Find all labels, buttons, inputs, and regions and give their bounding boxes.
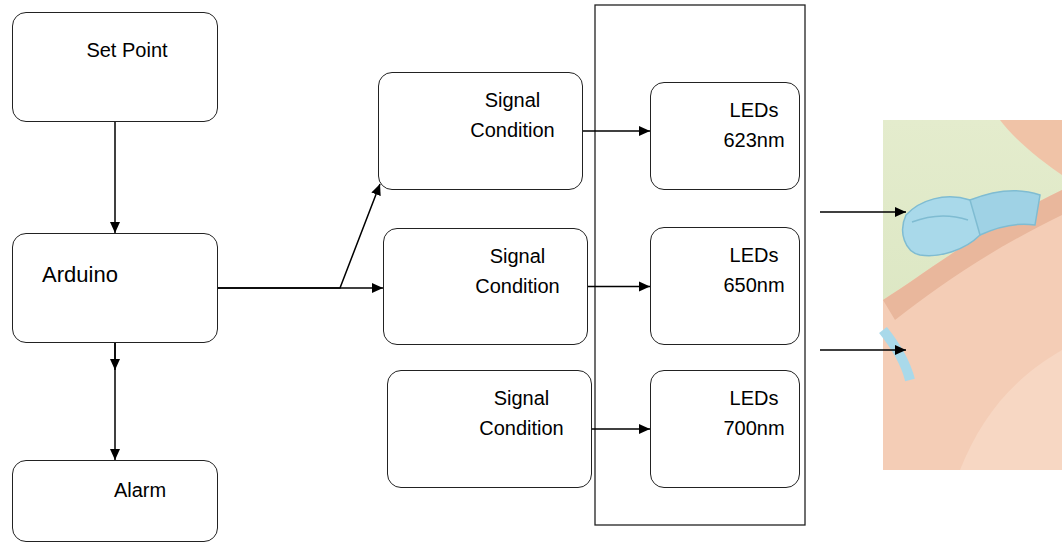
node-label: Signal Condition (460, 241, 575, 301)
connector-arrow (114, 343, 116, 370)
node-label: Alarm (63, 475, 217, 505)
led-group-frame (595, 5, 805, 525)
process-box: Signal Condition (383, 228, 588, 345)
light-arrow (820, 349, 906, 351)
connector-arrow (114, 122, 116, 233)
process-box: Signal Condition (387, 370, 592, 488)
process-box: LEDs 623nm (650, 82, 800, 190)
process-box: LEDs 650nm (650, 227, 800, 345)
arm-illustration (883, 120, 1062, 470)
process-box: Signal Condition (378, 72, 583, 190)
node-label: LEDs 700nm (715, 383, 793, 443)
process-box: LEDs 700nm (650, 370, 800, 488)
connector-arrow (218, 287, 383, 289)
connector-arrow (114, 343, 116, 460)
process-box: Alarm (12, 460, 218, 542)
node-label: Set Point (37, 35, 217, 65)
connector-arrow (218, 184, 380, 288)
node-label: Signal Condition (464, 383, 579, 443)
light-arrow (820, 211, 906, 213)
connector-arrow (588, 286, 650, 288)
process-box: Set Point (12, 12, 218, 122)
node-label: LEDs 623nm (715, 95, 793, 155)
node-label: Signal Condition (455, 85, 570, 145)
process-box: Arduino (12, 233, 218, 343)
connector-arrow (592, 428, 650, 430)
connector-arrow (583, 130, 650, 132)
node-label: Arduino (13, 258, 147, 291)
node-label: LEDs 650nm (715, 240, 793, 300)
